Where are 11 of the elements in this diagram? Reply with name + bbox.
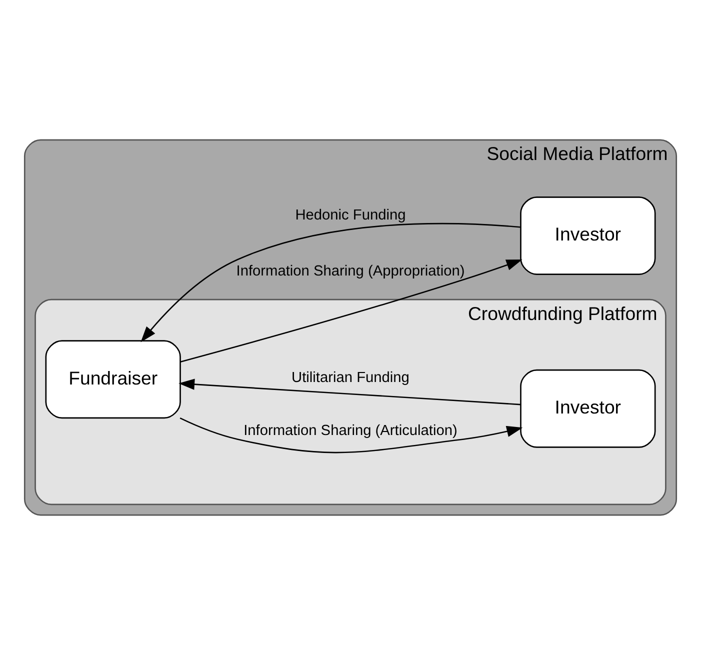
arrow <box>140 222 520 342</box>
node-box: Investor <box>520 369 656 448</box>
node-box: Investor <box>520 196 656 275</box>
edge-label: Information Sharing (Appropriation) <box>236 263 465 280</box>
edge-label: Utilitarian Funding <box>292 370 410 386</box>
node-box: Fundraiser <box>45 340 181 419</box>
arrow <box>180 417 523 454</box>
arrow <box>178 378 521 406</box>
arrow <box>180 260 522 363</box>
edge-label: Information Sharing (Articulation) <box>244 422 458 439</box>
edge-label: Hedonic Funding <box>295 208 406 224</box>
